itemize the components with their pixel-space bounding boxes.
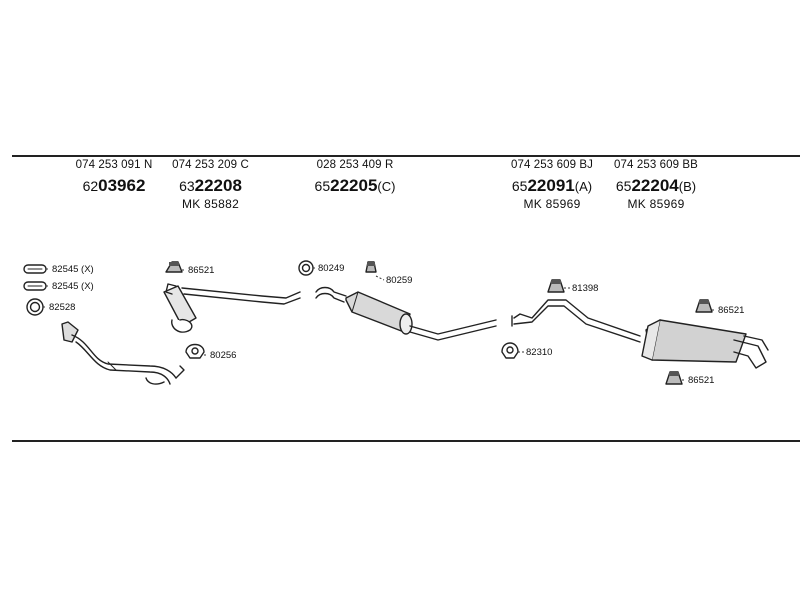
mounting-kit: MK 85969 <box>627 196 685 211</box>
label-hanger-81398: 81398 <box>572 283 599 294</box>
hanger-icon <box>165 261 183 273</box>
part-suffix: (C) <box>377 178 396 194</box>
part-main: 22208 <box>194 175 242 195</box>
part-prefix: 65 <box>314 177 331 194</box>
label-ring-80249: 80249 <box>318 263 345 274</box>
oe-number: 074 253 091 N <box>75 159 153 171</box>
label-clamp-82545-a: 82545 (X) <box>52 264 94 275</box>
ring-icon <box>298 260 314 276</box>
label-hanger-86521-lower: 86521 <box>688 375 715 386</box>
part-prefix: 65 <box>615 177 632 194</box>
label-hanger-86521: 86521 <box>188 265 215 276</box>
part-number: 6203962 <box>68 177 160 194</box>
label-clamp-80256: 80256 <box>210 350 237 361</box>
label-hanger-86521-upper: 86521 <box>718 305 745 316</box>
part-suffix: (B) <box>678 178 697 194</box>
bottom-divider <box>12 440 800 442</box>
label-clamp-82310: 82310 <box>526 347 553 358</box>
part-number: 6522204(B) <box>600 177 712 194</box>
part-main: 22091 <box>527 175 575 195</box>
intermediate-pipe-icon <box>511 299 641 343</box>
part-main: 22204 <box>631 175 679 195</box>
rear-silencer-icon <box>641 319 769 369</box>
part-suffix: (A) <box>574 178 593 194</box>
oe-number: 028 253 409 R <box>316 159 394 171</box>
front-pipe-icon <box>61 321 185 385</box>
middle-silencer-icon <box>315 286 497 341</box>
clamp-icon <box>185 343 205 359</box>
part-prefix: 65 <box>511 177 528 194</box>
oe-number: 074 253 609 BB <box>614 159 698 171</box>
label-hanger-80259: 80259 <box>386 275 413 286</box>
hanger-icon <box>365 261 377 273</box>
mounting-kit: MK 85882 <box>181 196 240 211</box>
part-number: 6322208 <box>163 177 258 194</box>
part-main: 03962 <box>98 175 146 195</box>
part-prefix: 62 <box>82 177 99 194</box>
oe-number: 074 253 609 BJ <box>511 159 593 171</box>
part-column-rear-silencer-b: 074 253 609 BB 6522204(B) MK 85969 <box>600 159 712 211</box>
part-main: 22205 <box>330 175 378 195</box>
hanger-icon <box>695 299 713 313</box>
part-prefix: 63 <box>179 177 195 194</box>
clamp-icon <box>23 264 47 274</box>
gasket-icon <box>26 298 44 316</box>
part-number: 6522091(A) <box>496 177 608 194</box>
mounting-kit: MK 85969 <box>523 196 581 211</box>
part-column-front-muffler: 074 253 209 C 6322208 MK 85882 <box>163 159 258 211</box>
front-muffler-icon <box>163 283 301 333</box>
label-clamp-82545-b: 82545 (X) <box>52 281 94 292</box>
hanger-icon <box>665 371 683 385</box>
part-number: 6522205(C) <box>300 177 410 194</box>
part-column-middle-silencer: 028 253 409 R 6522205(C) <box>300 159 410 194</box>
hanger-icon <box>547 279 565 293</box>
label-gasket-82528: 82528 <box>49 302 76 313</box>
part-column-rear-silencer-a: 074 253 609 BJ 6522091(A) MK 85969 <box>496 159 608 211</box>
clamp-icon <box>23 281 47 291</box>
clamp-icon <box>501 342 519 359</box>
part-column-front-pipe: 074 253 091 N 6203962 <box>68 159 160 194</box>
top-divider <box>12 155 800 157</box>
oe-number: 074 253 209 C <box>172 159 249 171</box>
